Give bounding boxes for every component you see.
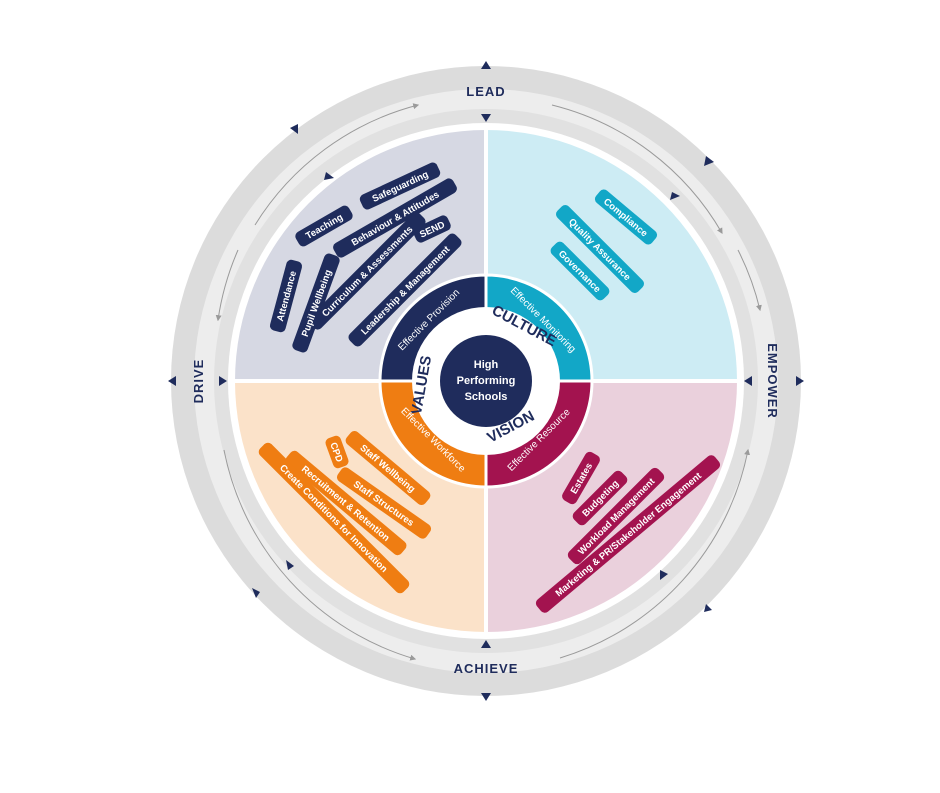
center-line-2: Performing [457,375,516,387]
triangle-icon [481,114,491,122]
triangle-icon [219,376,227,386]
triangle-icon [286,560,294,570]
triangle-icon [481,61,491,69]
tag-workforce: CPD [325,435,349,469]
triangle-icon [324,172,334,180]
label-achieve: ACHIEVE [454,661,519,676]
label-empower: EMPOWER [765,343,780,419]
ring-markers [168,61,804,701]
curved-arrow-icon [737,249,762,312]
tag-pill [550,241,610,301]
triangle-icon [290,124,298,134]
triangle-icon [744,376,752,386]
tag-pill [359,162,441,210]
tag-pill [572,470,628,526]
center-line-3: Schools [465,391,508,403]
triangle-icon [670,192,680,200]
tag-pill [345,430,431,506]
triangle-icon [481,640,491,648]
curved-arrow-icon [551,104,723,235]
tag-pill [556,205,644,293]
triangle-icon [704,156,714,166]
curved-arrow-icon [254,103,420,226]
triangle-icon [796,376,804,386]
tag-pill [325,435,349,469]
tag-pill [295,205,353,247]
tag-pill [308,212,426,330]
curved-arrow-icon [223,449,417,661]
tag-pill [535,455,721,613]
triangle-icon [252,588,260,598]
tag-pill [285,450,407,556]
tag-pill [336,467,432,539]
triangle-icon [481,693,491,701]
tag-pill [292,253,340,353]
center-line-1: High [474,359,499,371]
center-disc [440,335,532,427]
tag-pill [413,215,451,243]
triangle-icon [660,570,668,580]
tag-pill [567,467,665,565]
tag-pill [348,233,462,347]
tag-pill [333,178,457,258]
triangle-icon [704,604,712,612]
tag-pill [258,442,410,594]
curved-arrow-icon [215,249,239,322]
flow-arrows [215,103,762,661]
tag-pill [594,189,658,245]
tag-pill [269,259,303,333]
label-drive: DRIVE [191,359,206,404]
tag-pill [562,451,600,505]
curved-arrow-icon [559,448,751,659]
triangle-icon [168,376,176,386]
label-lead: LEAD [466,84,505,99]
